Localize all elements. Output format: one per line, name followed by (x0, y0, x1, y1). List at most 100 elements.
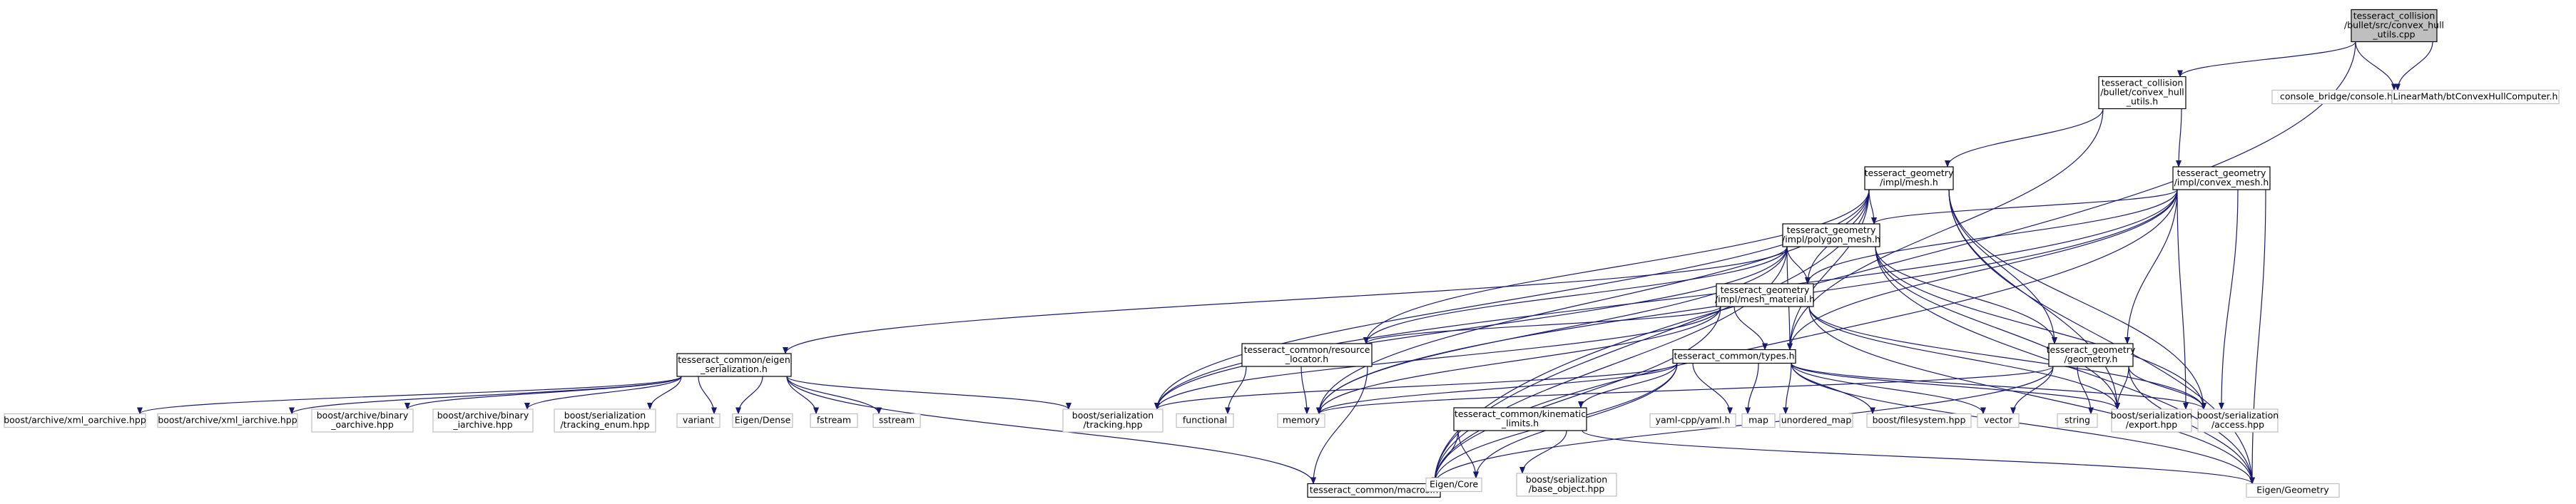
node-box (2197, 408, 2279, 433)
edge-mesh_material_h-to-eigen_geometry (1808, 306, 2255, 485)
node-macros_h[interactable]: tesseract_common/macros.h (1307, 483, 1441, 498)
node-mesh_h[interactable]: tesseract_geometry/impl/mesh.h (1864, 166, 1954, 190)
node-box (1176, 413, 1234, 428)
node-label-line: tesseract_geometry (1787, 225, 1876, 235)
node-label-line: _iarchive.hpp (452, 419, 512, 430)
edge-root-to-btconvex (2395, 41, 2433, 91)
node-box (1516, 473, 1617, 497)
node-boost_fs: boost/filesystem.hpp (1866, 413, 1972, 428)
node-label-line: boost/serialization (2111, 410, 2192, 421)
edge-kinematic_limits_h-to-macros_h (1432, 430, 1459, 485)
node-box (2391, 89, 2560, 105)
edge-polygon_mesh_h-to-memory (1316, 246, 1788, 415)
edge-convex_mesh_h-to-eigen_geometry (2249, 189, 2266, 485)
edge-eigen_ser_h-to-binary_oarchive (404, 376, 682, 410)
node-box (872, 413, 921, 428)
node-box (1425, 477, 1482, 493)
edge-mesh_material_h-to-access_hpp (1808, 306, 2206, 410)
node-label-line: memory (1283, 415, 1320, 426)
edge-resource_locator_h-to-functional (1225, 366, 1247, 415)
node-label-line: /bullet/src/convex_hull (2344, 20, 2444, 31)
edge-root-to-cvx_utils_h (2177, 41, 2356, 78)
node-box (1864, 166, 1954, 190)
node-mesh_material_h[interactable]: tesseract_geometry/impl/mesh_material.h (1715, 283, 1815, 307)
node-box (1277, 413, 1325, 428)
node-label-line: boost/filesystem.hpp (1873, 415, 1966, 426)
edge-kinematic_limits_h-to-eigen_core (1457, 430, 1479, 479)
edge-kinematic_limits_h-to-eigen_geometry (1582, 430, 2255, 485)
edge-eigen_ser_h-to-eigen_dense (735, 376, 763, 415)
edge-eigen_ser_h-to-macros_h (786, 376, 1316, 485)
node-label-line: _utils.h (2126, 96, 2158, 107)
node-label-line: /impl/mesh.h (1880, 177, 1938, 187)
edge-eigen_ser_h-to-tracking_hpp (786, 376, 1071, 410)
edge-mesh_material_h-to-memory (1316, 306, 1721, 415)
node-box (432, 408, 534, 433)
node-cvx_utils_h[interactable]: tesseract_collision/bullet/convex_hull_u… (2098, 76, 2186, 110)
node-fstream: fstream (810, 413, 858, 428)
node-label-line: /tracking.hpp (1083, 419, 1142, 430)
node-resource_locator_h[interactable]: tesseract_common/resource_locator.h (1241, 343, 1373, 367)
node-box (554, 408, 656, 433)
node-box (1716, 283, 1814, 307)
node-geometry_h[interactable]: tesseract_geometry/geometry.h (2047, 343, 2136, 367)
node-box (732, 413, 793, 428)
node-label-line: /impl/convex_mesh.h (2174, 177, 2269, 187)
node-polygon_mesh_h[interactable]: tesseract_geometry/impl/polygon_mesh.h (1782, 223, 1880, 247)
node-label-line: variant (683, 415, 714, 426)
node-sstream: sstream (872, 413, 921, 428)
edge-mesh_h-to-access_hpp (1948, 189, 2206, 410)
node-box (810, 413, 858, 428)
edge-convex_mesh_h-to-types_h (1787, 189, 2178, 351)
node-label-line: tesseract_common/eigen (678, 354, 790, 365)
edge-eigen_ser_h-to-tracking_enum (647, 376, 682, 410)
node-base_object: boost/serialization/base_object.hpp (1516, 473, 1617, 497)
node-label-line: map (1748, 415, 1768, 426)
node-label-line: tesseract_common/resource (1244, 344, 1370, 355)
node-convex_mesh_h[interactable]: tesseract_geometry/impl/convex_mesh.h (2172, 166, 2271, 190)
edge-types_h-to-access_hpp (1791, 362, 2206, 410)
node-kinematic_limits_h[interactable]: tesseract_common/kinematic_limits.h (1453, 407, 1587, 431)
edge-types_h-to-vector (1791, 363, 1986, 415)
edge-mesh_material_h-to-macros_h (1432, 306, 1721, 485)
edge-root-to-macros_h (1432, 41, 2356, 485)
node-eigen_ser_h[interactable]: tesseract_common/eigen_serialization.h (676, 353, 792, 377)
node-console_h: console_bridge/console.h (2271, 89, 2401, 105)
node-root[interactable]: tesseract_collision/bullet/src/convex_hu… (2344, 9, 2444, 43)
node-label-line: unordered_map (1781, 415, 1852, 426)
node-box (1779, 413, 1853, 428)
node-label-line: /impl/polygon_mesh.h (1782, 234, 1880, 245)
edge-convex_mesh_h-to-polygon_mesh_h (1871, 189, 2178, 225)
node-label-line: /base_object.hpp (1529, 483, 1605, 494)
edge-mesh_h-to-geometry_h (1948, 189, 2057, 344)
edge-types_h-to-unordered_map (1783, 363, 1792, 415)
node-label-line: LinearMath/btConvexHullComputer.h (2393, 91, 2558, 102)
node-label-line: tesseract_common/macros.h (1310, 485, 1438, 495)
node-xml_iarchive: boost/archive/xml_iarchive.hpp (157, 413, 298, 428)
node-types_h[interactable]: tesseract_common/types.h (1672, 349, 1796, 364)
node-map: map (1741, 413, 1776, 428)
node-box (2111, 408, 2192, 433)
node-label-line: _oarchive.hpp (330, 419, 394, 430)
node-label-line: boost/serialization (564, 410, 646, 421)
node-box (311, 408, 414, 433)
node-label-line: boost/serialization (1526, 474, 1607, 485)
node-label-line: /bullet/convex_hull (2100, 87, 2184, 98)
edge-polygon_mesh_h-to-tracking_hpp (1154, 246, 1788, 410)
node-label-line: boost/archive/xml_oarchive.hpp (4, 415, 146, 426)
node-box (157, 413, 298, 428)
node-string: string (2057, 413, 2098, 428)
node-label-line: boost/archive/binary (437, 410, 529, 421)
node-label-line: fstream (817, 415, 851, 426)
edge-polygon_mesh_h-to-geometry_h (1875, 246, 2057, 344)
node-box (1866, 413, 1972, 428)
node-label-line: _limits.h (1501, 418, 1539, 428)
node-box (2172, 166, 2271, 190)
edge-resource_locator_h-to-macros_h (1310, 366, 1368, 485)
node-label-line: tesseract_collision (2353, 11, 2435, 21)
edge-polygon_mesh_h-to-access_hpp (1875, 246, 2206, 410)
node-label-line: /impl/mesh_material.h (1715, 294, 1815, 304)
edge-geometry_h-to-vector (2010, 366, 2054, 415)
node-variant: variant (676, 413, 721, 428)
edge-polygon_mesh_h-to-export_hpp (1875, 246, 2120, 410)
